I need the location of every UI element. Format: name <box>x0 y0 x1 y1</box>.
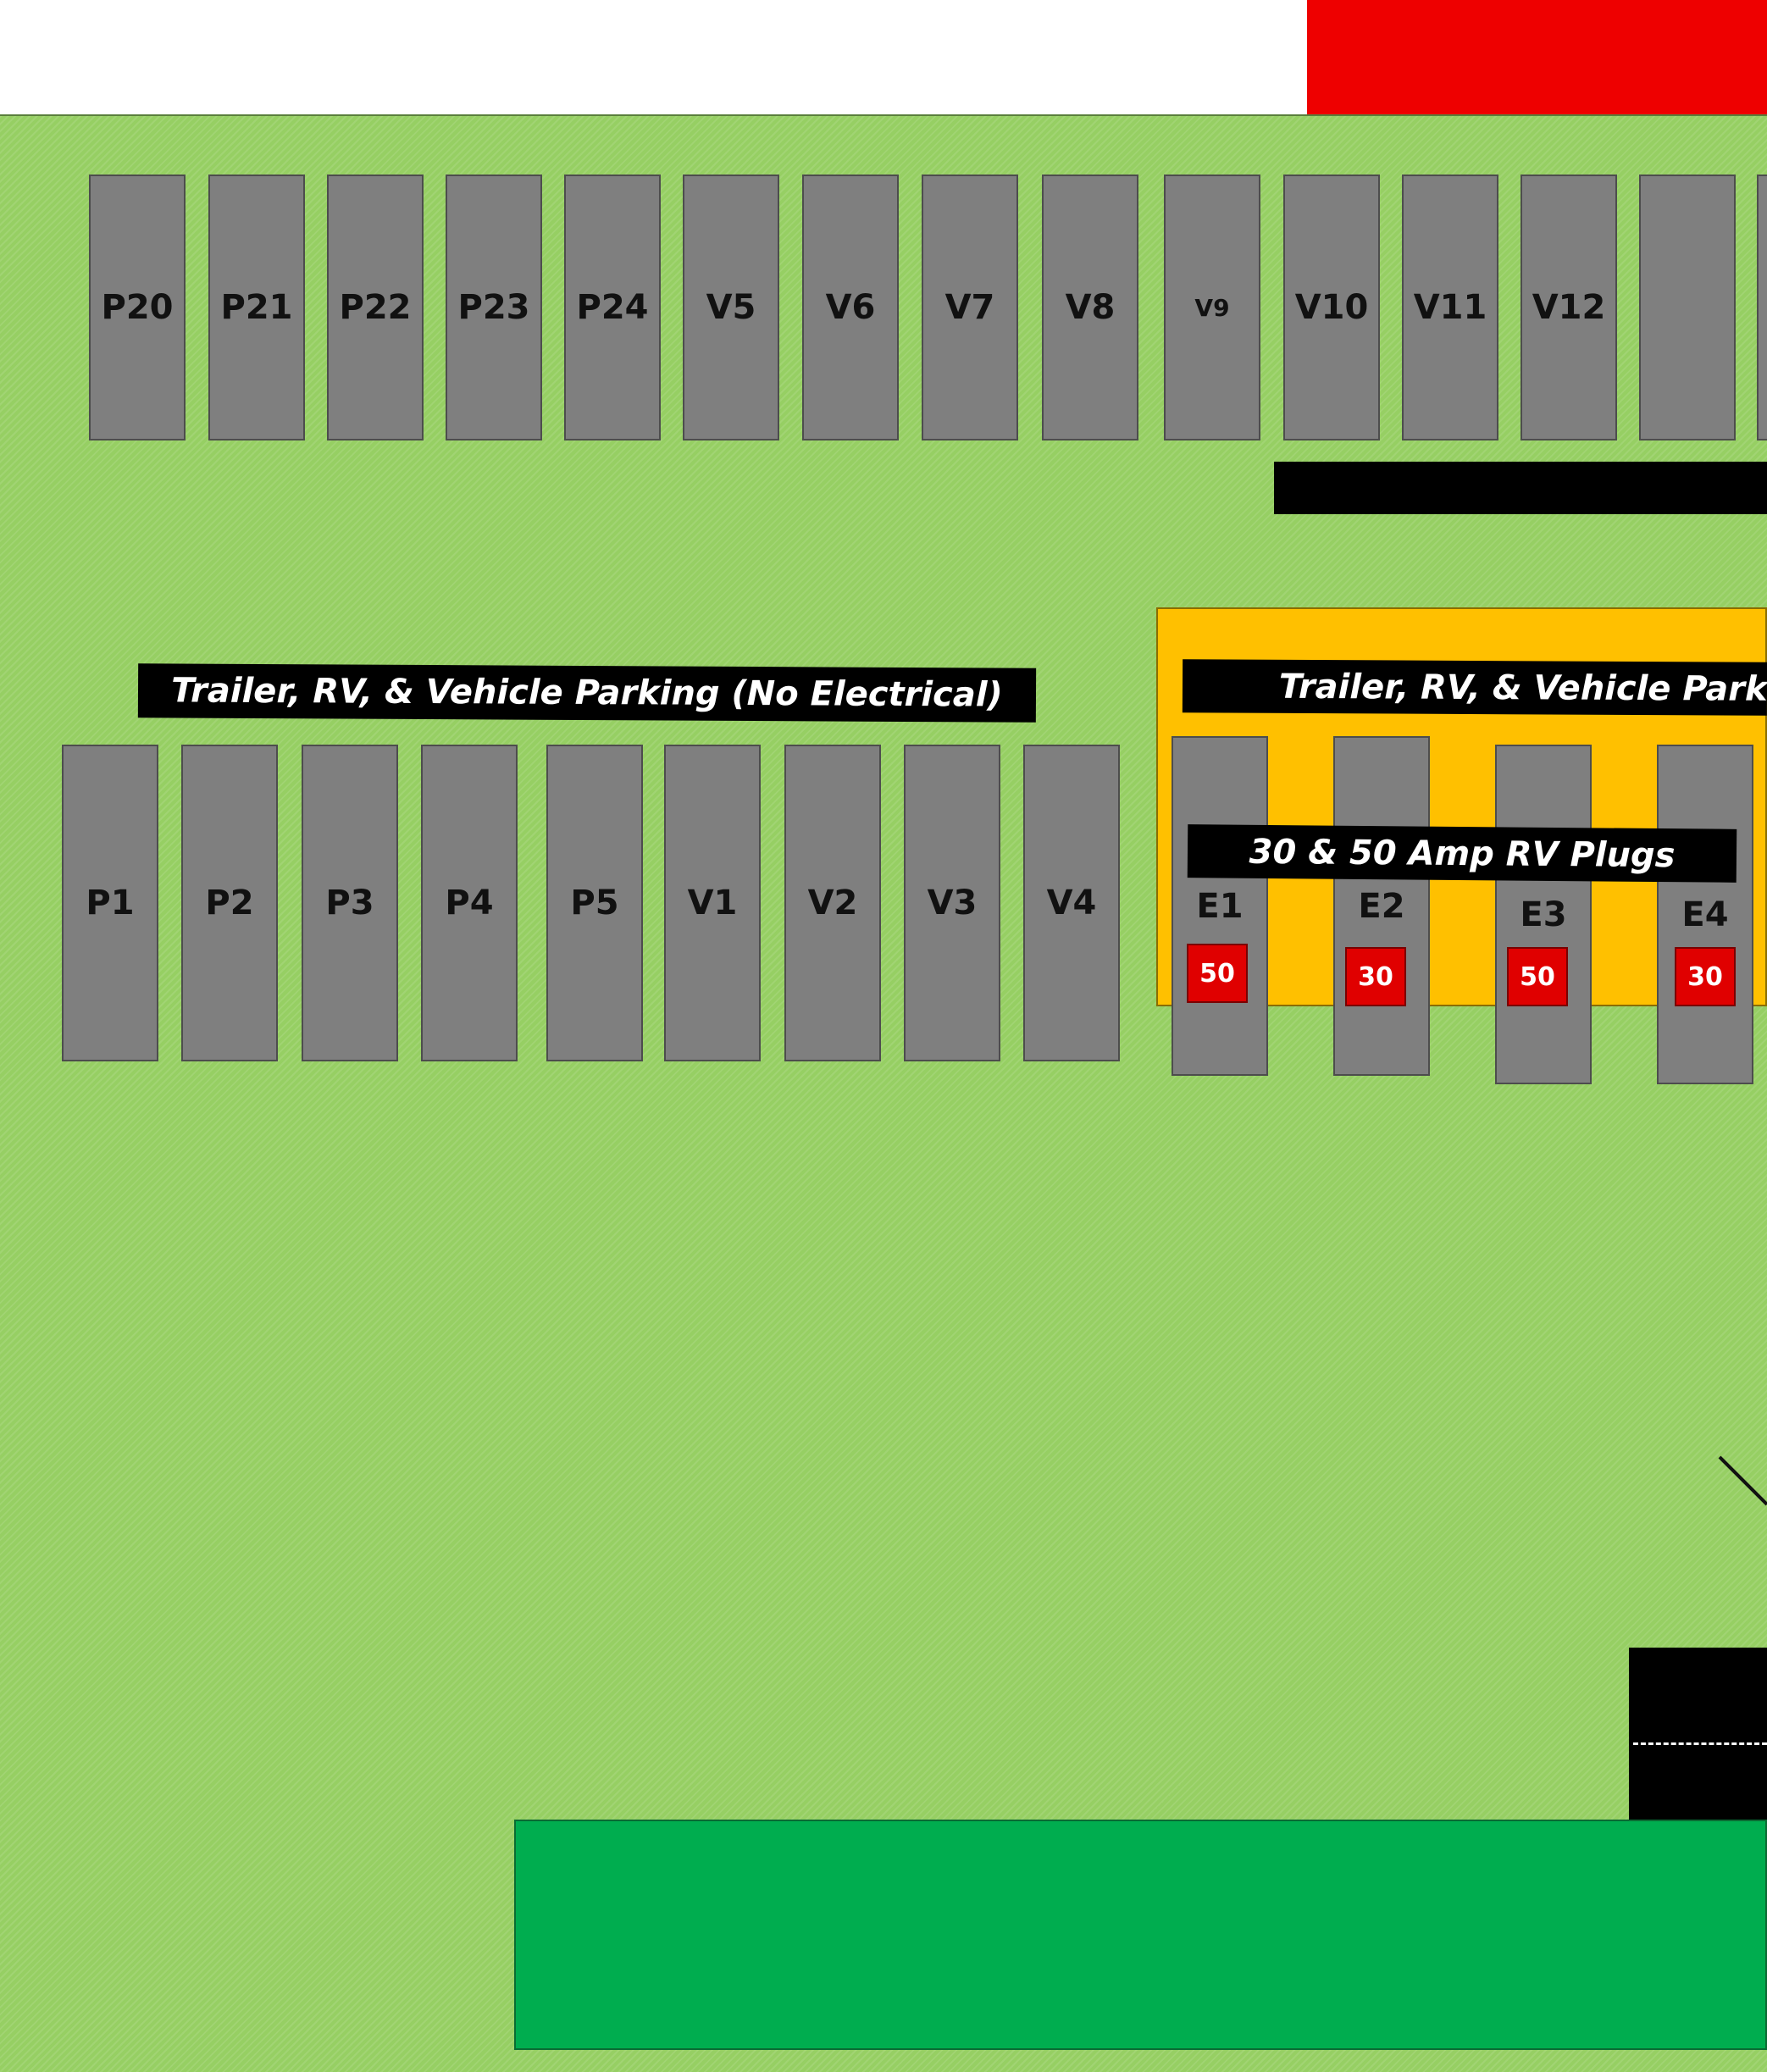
slot-label: P21 <box>220 288 293 327</box>
slot-label: E2 <box>1358 887 1405 926</box>
parking-slot-v9: V9 <box>1164 175 1260 440</box>
electrical-parking-banner: Trailer, RV, & Vehicle Parking <box>1182 659 1767 716</box>
no-electrical-banner: Trailer, RV, & Vehicle Parking (No Elect… <box>137 663 1037 723</box>
slot-label: P23 <box>457 288 530 327</box>
parking-slot-v10: V10 <box>1283 175 1380 440</box>
slot-label: P3 <box>325 884 374 922</box>
slot-label: P4 <box>445 884 494 922</box>
parking-slot-partial <box>1757 175 1767 440</box>
parking-slot-p3: P3 <box>302 745 398 1061</box>
parking-slot-p20: P20 <box>89 175 186 440</box>
parking-slot-v6: V6 <box>802 175 899 440</box>
electric-slot-e3: E3 <box>1495 745 1592 1084</box>
parking-slot-v7: V7 <box>922 175 1018 440</box>
slot-label: E3 <box>1520 895 1567 934</box>
diagonal-line <box>1718 1455 1767 1506</box>
parking-slot-p4: P4 <box>421 745 518 1061</box>
amp-value: 30 <box>1358 961 1393 992</box>
slot-label: E1 <box>1196 887 1244 926</box>
slot-label: V4 <box>1046 884 1097 922</box>
parking-slot-v2: V2 <box>784 745 881 1061</box>
slot-label: P20 <box>101 288 174 327</box>
slot-label: V10 <box>1294 288 1369 327</box>
slot-label: V12 <box>1532 288 1606 327</box>
amp-plug-badge: 50 <box>1507 947 1568 1006</box>
slot-label: V7 <box>944 288 995 327</box>
slot-label: P1 <box>86 884 135 922</box>
electric-slot-e1: E1 <box>1172 736 1268 1076</box>
slot-label: V8 <box>1065 288 1116 327</box>
slot-label: P5 <box>570 884 619 922</box>
parking-slot-p23: P23 <box>446 175 542 440</box>
grass-area <box>0 114 1767 2072</box>
parking-slot-v4: V4 <box>1023 745 1120 1061</box>
plugs-banner-text: 30 & 50 Amp RV Plugs <box>1249 832 1676 875</box>
electric-slot-e2: E2 <box>1333 736 1430 1076</box>
parking-slot-v1: V1 <box>664 745 761 1061</box>
no-electrical-banner-text: Trailer, RV, & Vehicle Parking (No Elect… <box>171 671 1003 715</box>
amp-plug-badge: 50 <box>1187 944 1248 1003</box>
red-block <box>1307 0 1767 116</box>
road-segment <box>1629 1648 1767 1821</box>
amp-value: 50 <box>1199 958 1235 989</box>
slot-label: P24 <box>576 288 649 327</box>
electric-slot-e4: E4 <box>1657 745 1753 1084</box>
slot-label: V9 <box>1194 293 1230 322</box>
electrical-parking-banner-text: Trailer, RV, & Vehicle Parking <box>1278 667 1767 709</box>
green-building <box>514 1820 1767 2050</box>
parking-slot-v8: V8 <box>1042 175 1138 440</box>
parking-slot-v5: V5 <box>683 175 779 440</box>
parking-slot-p24: P24 <box>564 175 661 440</box>
slot-label: V3 <box>927 884 978 922</box>
slot-label: E4 <box>1681 895 1729 934</box>
parking-slot-v12: V12 <box>1521 175 1617 440</box>
black-barrier <box>1274 462 1767 514</box>
parking-slot-p1: P1 <box>62 745 158 1061</box>
parking-slot-p22: P22 <box>327 175 424 440</box>
amp-value: 30 <box>1687 961 1723 992</box>
amp-plug-badge: 30 <box>1345 947 1406 1006</box>
parking-slot-p5: P5 <box>546 745 643 1061</box>
slot-label: V1 <box>687 884 738 922</box>
parking-slot-v3: V3 <box>904 745 1000 1061</box>
amp-plug-badge: 30 <box>1675 947 1736 1006</box>
parking-slot-v11: V11 <box>1402 175 1498 440</box>
slot-label: V6 <box>825 288 876 327</box>
slot-label: P22 <box>339 288 412 327</box>
slot-label: V11 <box>1413 288 1487 327</box>
amp-value: 50 <box>1520 961 1555 992</box>
slot-label: V5 <box>706 288 756 327</box>
parking-slot-p2: P2 <box>181 745 278 1061</box>
parking-slot-unlabeled <box>1639 175 1736 440</box>
plugs-banner: 30 & 50 Amp RV Plugs <box>1187 824 1737 883</box>
parking-slot-p21: P21 <box>208 175 305 440</box>
road-center-line <box>1633 1742 1767 1745</box>
slot-label: P2 <box>205 884 254 922</box>
slot-label: V2 <box>807 884 858 922</box>
